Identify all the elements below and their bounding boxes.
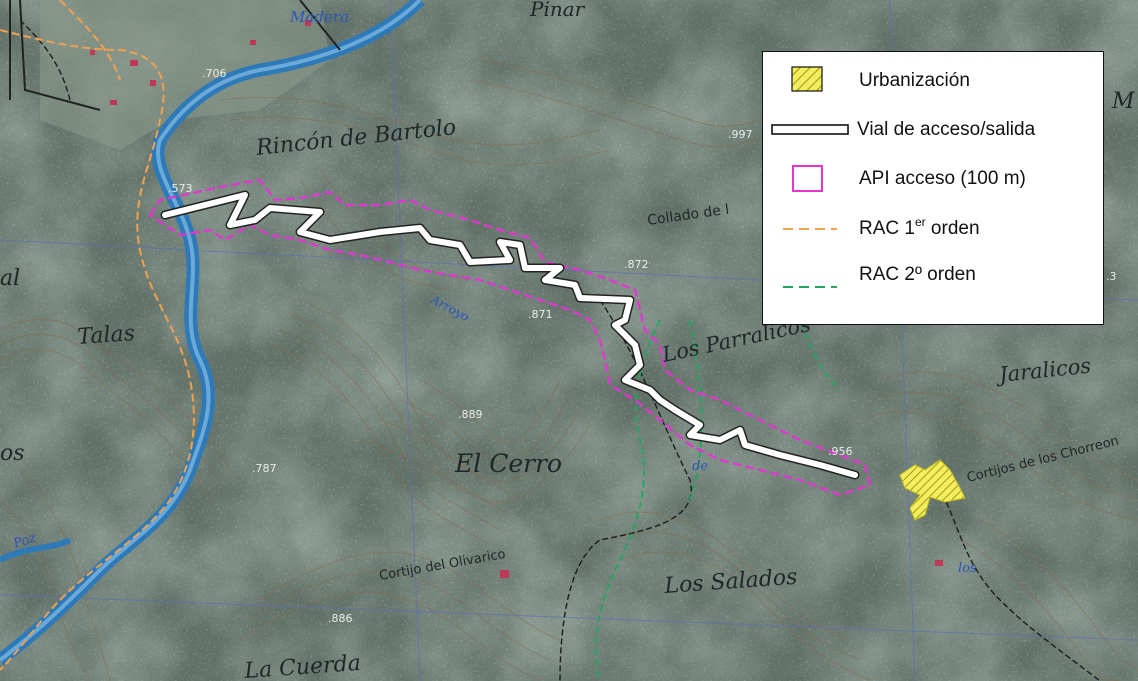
elevation-labels: .706 .573 .872 .871 .889 .787 .886 .956 …	[168, 67, 1117, 625]
urbanization-hatch-icon	[791, 66, 823, 92]
elevation-886: .886	[328, 612, 353, 625]
legend-label-rac2: RAC 2º orden	[859, 264, 976, 285]
legend-label-urbanizacion: Urbanización	[859, 70, 970, 91]
green-dashed-line-icon	[783, 286, 837, 288]
label-de: de	[692, 459, 708, 474]
village-buildings	[90, 20, 943, 578]
legend-item-api: API acceso (100 m)	[763, 162, 1103, 196]
label-madera: Madera	[289, 8, 349, 26]
rac-1-orden-lines	[0, 0, 195, 671]
label-al: al	[0, 266, 20, 291]
river	[0, 0, 425, 666]
legend-item-rac1: RAC 1er orden	[763, 212, 1103, 246]
elevation-956: .956	[828, 445, 853, 458]
dark-roads	[9, 0, 341, 111]
legend-item-vial: Vial de acceso/salida	[763, 114, 1103, 148]
legend-label-rac1: RAC 1er orden	[859, 215, 980, 239]
legend-item-urbanizacion: Urbanización	[763, 62, 1103, 96]
urbanizacion-area	[899, 459, 966, 521]
elevation-573: .573	[168, 182, 193, 195]
map-legend: Urbanización Vial de acceso/salida API a…	[762, 51, 1104, 325]
elevation-787: .787	[252, 462, 277, 475]
legend-label-api: API acceso (100 m)	[859, 168, 1026, 189]
vial-acceso-salida	[160, 190, 860, 480]
legend-label-vial: Vial de acceso/salida	[857, 119, 1036, 140]
label-talas: Talas	[77, 321, 136, 350]
village-area	[40, 0, 330, 150]
road-outline-icon	[771, 124, 849, 135]
label-los: los	[958, 561, 977, 576]
elevation-872: .872	[624, 258, 649, 271]
label-os: os	[0, 441, 25, 466]
elevation-3: .3	[1106, 270, 1117, 283]
orange-dashed-line-icon	[783, 228, 837, 230]
label-el-cerro: El Cerro	[454, 449, 562, 478]
elevation-706: .706	[202, 67, 227, 80]
label-poz: Poz	[11, 530, 39, 552]
elevation-871: .871	[528, 308, 553, 321]
paths	[19, 19, 1101, 681]
label-pinar: Pinar	[529, 0, 586, 21]
label-m-edge: M	[1111, 89, 1135, 114]
api-acceso-buffer	[148, 178, 872, 497]
legend-item-rac2: RAC 2º orden	[763, 262, 1103, 296]
elevation-997: .997	[728, 128, 753, 141]
magenta-square-icon	[792, 165, 823, 192]
elevation-889: .889	[458, 408, 483, 421]
